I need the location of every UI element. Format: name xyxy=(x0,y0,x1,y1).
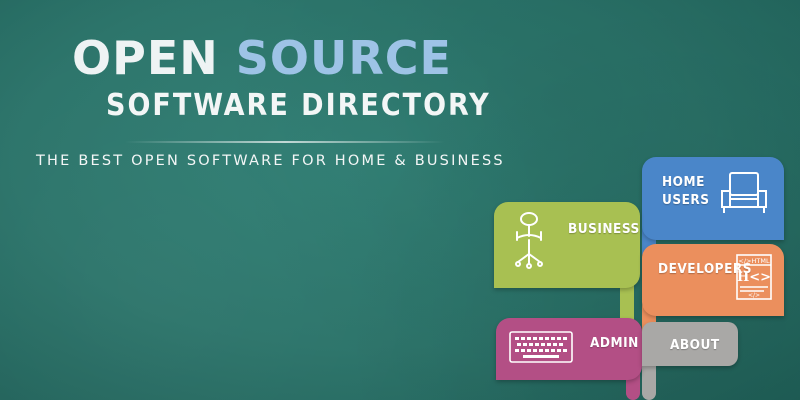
site-tagline: THE BEST OPEN SOFTWARE FOR HOME & BUSINE… xyxy=(36,153,505,169)
menu-tile-developers[interactable]: DEVELOPERS </>HTML H<> </> xyxy=(642,244,784,316)
home-users-label-line2: USERS xyxy=(662,192,710,208)
office-chair-icon xyxy=(515,212,543,269)
keyboard-icon xyxy=(509,331,573,363)
menu-tile-admin[interactable]: ADMIN xyxy=(496,318,642,380)
menu-tile-business[interactable]: BUSINESS xyxy=(494,202,640,288)
site-title: OPEN SOURCE xyxy=(72,32,472,84)
about-label: ABOUT xyxy=(670,337,720,353)
home-users-label: HOME USERS xyxy=(662,173,710,209)
business-label: BUSINESS xyxy=(568,221,640,237)
site-title-source: SOURCE xyxy=(235,31,452,85)
armchair-icon xyxy=(721,172,767,213)
admin-label: ADMIN xyxy=(590,335,639,351)
html-icon-header: </>HTML xyxy=(738,257,770,265)
menu-tile-about[interactable]: ABOUT xyxy=(642,322,738,366)
site-subtitle: SOFTWARE DIRECTORY xyxy=(106,88,491,123)
html-code-icon: </>HTML H<> </> xyxy=(736,254,772,300)
title-divider xyxy=(125,141,445,143)
menu-tile-home-users[interactable]: HOME USERS xyxy=(642,157,784,240)
html-icon-footer: </> xyxy=(748,292,760,299)
developers-label: DEVELOPERS xyxy=(658,261,752,277)
html-icon-main: H<> xyxy=(737,270,771,285)
site-title-open: OPEN xyxy=(72,31,219,85)
home-users-label-line1: HOME xyxy=(662,174,705,190)
